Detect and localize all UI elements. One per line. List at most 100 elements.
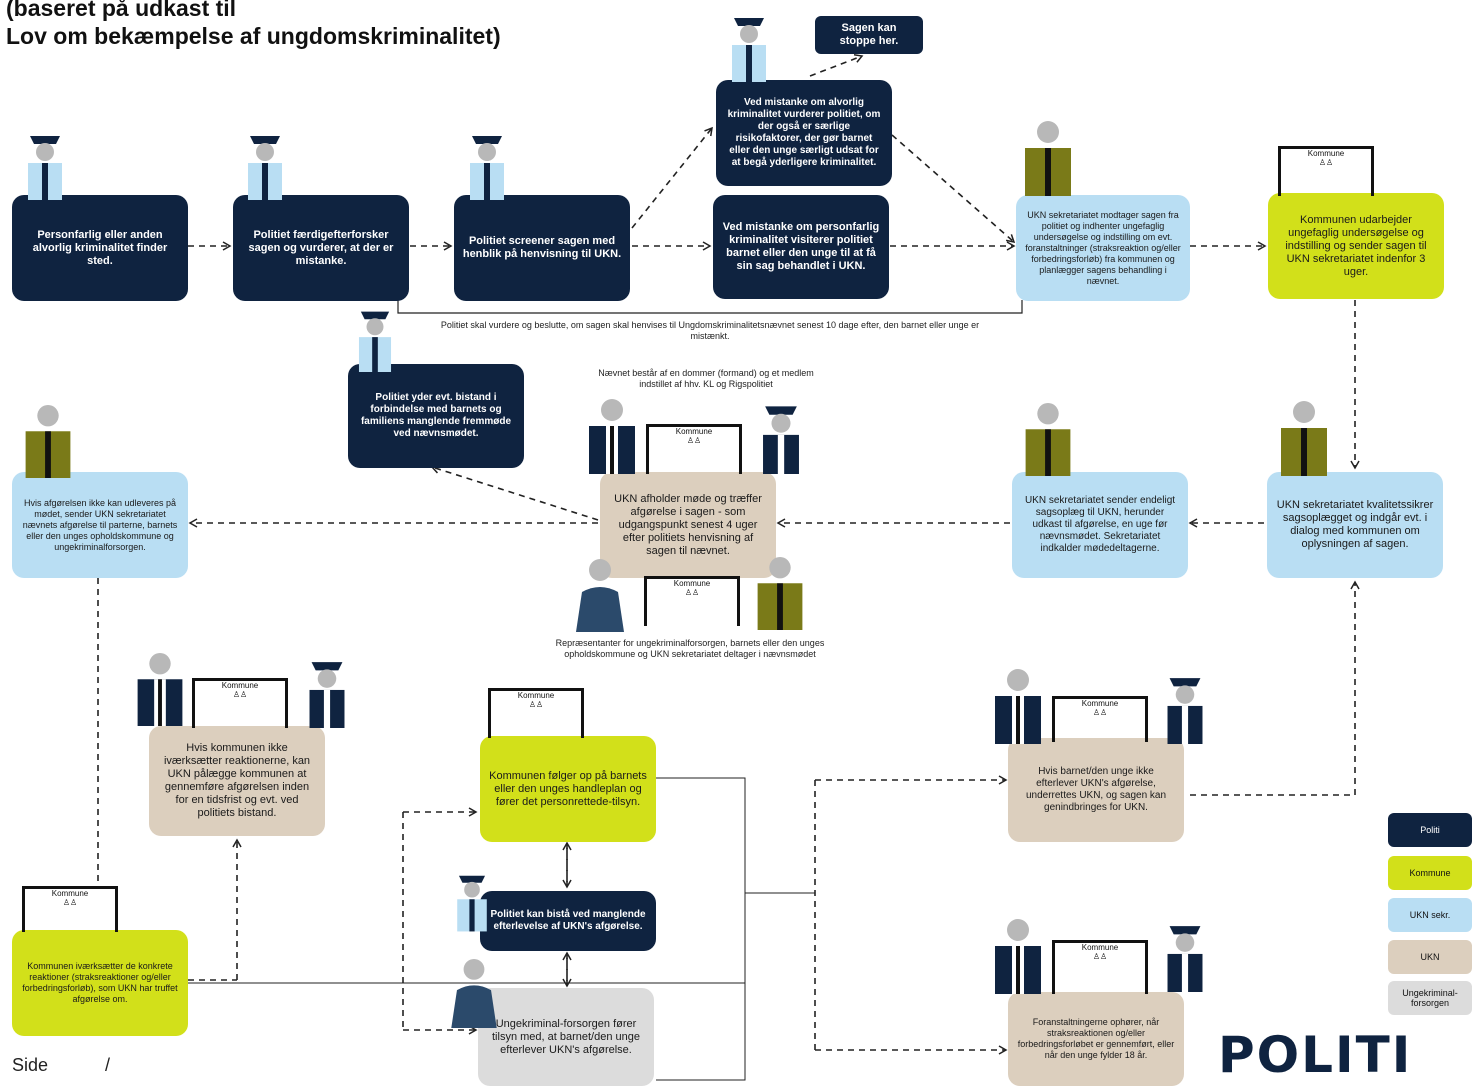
box-ukn-meeting: UKN afholder møde og træffer afgørelse i…	[600, 472, 776, 578]
box-noncompliance: Hvis barnet/den unge ikke efterlever UKN…	[1008, 738, 1184, 842]
ukn-secretary-icon	[757, 556, 803, 630]
box-measures-end: Foranstaltningerne ophører, når straksre…	[1008, 992, 1184, 1086]
kommune-desk-label: Kommune	[1081, 943, 1119, 952]
box-kommune-investigates-text: Kommunen udarbejder ungefaglig undersøge…	[1285, 213, 1427, 278]
box-police-investigates-text: Politiet færdigefterforsker sagen og vur…	[248, 228, 394, 267]
judge-icon	[995, 919, 1041, 994]
box-kommune-ordered-text: Hvis kommunen ikke iværksætter reaktione…	[163, 742, 311, 819]
people-icon: ♙♙	[684, 588, 700, 597]
box-kommune-investigates: Kommunen udarbejder ungefaglig undersøge…	[1268, 193, 1444, 299]
box-kommune-ordered: Hvis kommunen ikke iværksætter reaktione…	[149, 726, 325, 836]
people-icon: ♙♙	[1092, 952, 1108, 961]
box-crime-occurs: Personfarlig eller anden alvorlig krimin…	[12, 195, 188, 301]
legend-ungekriminalforsorgen: Ungekriminal-forsorgen	[1388, 981, 1472, 1015]
police-officer-icon	[470, 136, 504, 200]
box-police-assistance-text: Politiet yder evt. bistand i forbindelse…	[360, 392, 512, 439]
people-icon: ♙♙	[1318, 158, 1334, 167]
police-officer-icon	[457, 875, 487, 932]
kommune-desk-icon: Kommune♙♙	[1052, 696, 1148, 742]
ukn-secretary-icon	[1281, 401, 1327, 476]
footer-page-separator: /	[105, 1055, 111, 1075]
title-line-1: (baseret på udkast til	[6, 0, 237, 21]
note-10-days: Politiet skal vurdere og beslutte, om sa…	[440, 320, 980, 341]
box-police-assistance: Politiet yder evt. bistand i forbindelse…	[348, 364, 524, 468]
footer-page-label: Side	[12, 1055, 49, 1075]
box-serious-crime: Ved mistanke om alvorlig kriminalitet vu…	[716, 80, 892, 186]
box-kommune-implements: Kommunen iværksætter de konkrete reaktio…	[12, 930, 188, 1036]
box-decision-sent: Hvis afgørelsen ikke kan udleveres på mø…	[12, 472, 188, 578]
people-icon: ♙♙	[62, 898, 78, 907]
box-kommune-implements-text: Kommunen iværksætter de konkrete reaktio…	[22, 961, 178, 1004]
legend-kommune-label: Kommune	[1409, 868, 1451, 878]
legend-ukn-sekr: UKN sekr.	[1388, 898, 1472, 932]
police-officer-icon	[28, 136, 62, 200]
kommune-desk-icon: Kommune♙♙	[192, 678, 288, 728]
legend-ungekriminalforsorgen-label: Ungekriminal-forsorgen	[1402, 988, 1458, 1008]
box-police-can-assist: Politiet kan bistå ved manglende efterle…	[480, 891, 656, 951]
box-kommune-follows-up-text: Kommunen følger op på barnets eller den …	[489, 769, 647, 808]
box-noncompliance-text: Hvis barnet/den unge ikke efterlever UKN…	[1025, 766, 1167, 813]
box-quality-assure: UKN sekretariatet kvalitetssikrer sagsop…	[1267, 472, 1443, 578]
box-probation-supervises-text: Ungekriminal-forsorgen fører tilsyn med,…	[492, 1017, 640, 1056]
kommune-desk-label: Kommune	[51, 889, 89, 898]
people-icon: ♙♙	[686, 436, 702, 445]
legend-ukn-sekr-label: UKN sekr.	[1409, 910, 1451, 920]
title-line-2: Lov om bekæmpelse af ungdomskriminalitet…	[6, 23, 501, 49]
legend-ukn: UKN	[1388, 940, 1472, 974]
kommune-desk-label: Kommune	[221, 681, 259, 690]
police-officer-icon	[1167, 678, 1203, 744]
ukn-secretary-icon	[1025, 121, 1071, 196]
ukn-secretary-icon	[1025, 402, 1071, 476]
legend-politi-label: Politi	[1420, 825, 1440, 835]
kommune-desk-icon: Kommune♙♙	[1278, 146, 1374, 196]
page-title: (baseret på udkast til Lov om bekæmpelse…	[6, 0, 501, 50]
kommune-desk-label: Kommune	[673, 579, 711, 588]
callout-stop: Sagen kan stoppe her.	[815, 16, 923, 54]
kommune-desk-icon: Kommune♙♙	[488, 688, 584, 738]
kommune-desk-label: Kommune	[1081, 699, 1119, 708]
kommune-desk-label: Kommune	[1307, 149, 1345, 158]
box-personal-danger-text: Ved mistanke om personfarlig kriminalite…	[722, 221, 880, 272]
note-representatives: Repræsentanter for ungekriminalforsorgen…	[555, 638, 825, 659]
kommune-desk-icon: Kommune♙♙	[1052, 940, 1148, 994]
box-police-can-assist-text: Politiet kan bistå ved manglende efterle…	[490, 909, 646, 932]
box-ukn-receives: UKN sekretariatet modtager sagen fra pol…	[1016, 195, 1190, 301]
kommune-desk-label: Kommune	[517, 691, 555, 700]
box-personal-danger: Ved mistanke om personfarlig kriminalite…	[713, 195, 889, 299]
police-officer-icon	[763, 406, 799, 474]
box-police-screens: Politiet screener sagen med henblik på h…	[454, 195, 630, 301]
probation-officer-icon	[576, 559, 624, 632]
box-final-brief: UKN sekretariatet sender endeligt sagsop…	[1012, 472, 1188, 578]
people-icon: ♙♙	[528, 700, 544, 709]
ukn-secretary-icon	[25, 404, 71, 478]
box-police-investigates: Politiet færdigefterforsker sagen og vur…	[233, 195, 409, 301]
politi-logo: POLITI	[1218, 1026, 1413, 1084]
box-crime-occurs-text: Personfarlig eller anden alvorlig krimin…	[32, 228, 168, 267]
note-board-members: Nævnet består af en dommer (formand) og …	[598, 368, 814, 389]
kommune-desk-label: Kommune	[675, 427, 713, 436]
legend-kommune: Kommune	[1388, 856, 1472, 890]
people-icon: ♙♙	[1092, 708, 1108, 717]
police-officer-icon	[358, 311, 392, 372]
police-officer-icon	[1167, 926, 1203, 992]
legend-ukn-label: UKN	[1420, 952, 1440, 962]
police-officer-icon	[309, 662, 345, 728]
judge-icon	[995, 669, 1041, 744]
box-serious-crime-text: Ved mistanke om alvorlig kriminalitet vu…	[727, 97, 881, 168]
box-police-screens-text: Politiet screener sagen med henblik på h…	[462, 235, 622, 260]
legend-politi: Politi	[1388, 813, 1472, 847]
people-icon: ♙♙	[232, 690, 248, 699]
kommune-desk-icon: Kommune♙♙	[22, 886, 118, 932]
police-officer-icon	[248, 136, 282, 200]
box-final-brief-text: UKN sekretariatet sender endeligt sagsop…	[1024, 495, 1176, 554]
box-probation-supervises: Ungekriminal-forsorgen fører tilsyn med,…	[478, 988, 654, 1086]
box-measures-end-text: Foranstaltningerne ophører, når straksre…	[1017, 1017, 1175, 1060]
box-decision-sent-text: Hvis afgørelsen ikke kan udleveres på mø…	[22, 497, 178, 552]
box-quality-assure-text: UKN sekretariatet kvalitetssikrer sagsop…	[1276, 499, 1434, 550]
box-kommune-follows-up: Kommunen følger op på barnets eller den …	[480, 736, 656, 842]
judge-icon	[137, 652, 183, 726]
judge-icon	[589, 399, 635, 474]
box-ukn-meeting-text: UKN afholder møde og træffer afgørelse i…	[614, 492, 762, 557]
box-ukn-receives-text: UKN sekretariatet modtager sagen fra pol…	[1025, 209, 1181, 286]
